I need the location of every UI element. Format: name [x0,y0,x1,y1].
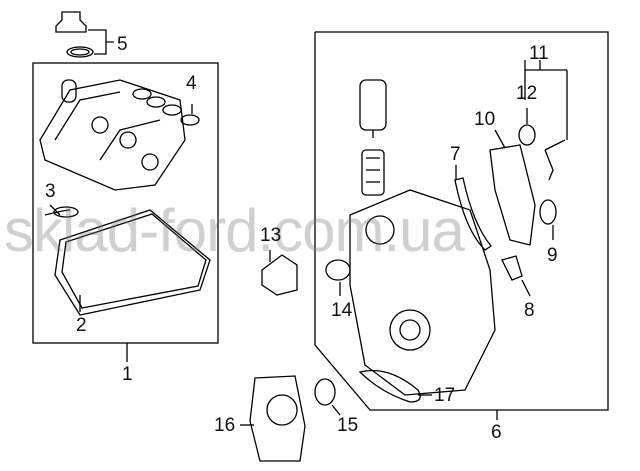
callout-8: 8 [524,300,535,321]
callout-4: 4 [186,73,197,94]
callout-10: 10 [474,109,496,130]
timing-cover-group-box [314,31,609,411]
oil-filler-cap [55,11,114,58]
variable-cam-solenoid [524,60,568,181]
callout-7: 7 [450,144,461,165]
callout-1: 1 [122,364,133,385]
timing-cover [349,189,496,396]
gasket-14 [325,259,351,296]
spark-plug-tube-seals [132,88,200,126]
crank-seal-15 [314,378,341,416]
callout-5: 5 [117,34,128,55]
seal-12 [518,108,536,146]
callout-13: 13 [260,225,282,246]
valve-cover [39,79,186,191]
callout-2: 2 [76,315,87,336]
oil-pump-13 [261,250,298,296]
seal-9 [539,199,557,240]
valve-cover-gasket [44,204,211,316]
callout-11: 11 [529,43,549,64]
callout-3: 3 [45,181,56,202]
drive-belt-17 [358,369,432,403]
sensor-8 [501,255,531,297]
oil-filter [359,79,387,196]
callout-15: 15 [337,415,359,436]
timing-cover-gasket [489,129,536,246]
callout-12: 12 [516,83,538,104]
callout-6: 6 [491,422,502,443]
valve-cover-group-box [32,62,219,344]
callout-14: 14 [331,300,353,321]
callout-9: 9 [547,245,558,266]
watermark: sklad-ford.com.ua [4,197,465,264]
timing-chain-guide [454,165,492,251]
callout-16: 16 [214,415,236,436]
rear-cover-16 [240,375,306,462]
callout-17: 17 [434,385,456,406]
